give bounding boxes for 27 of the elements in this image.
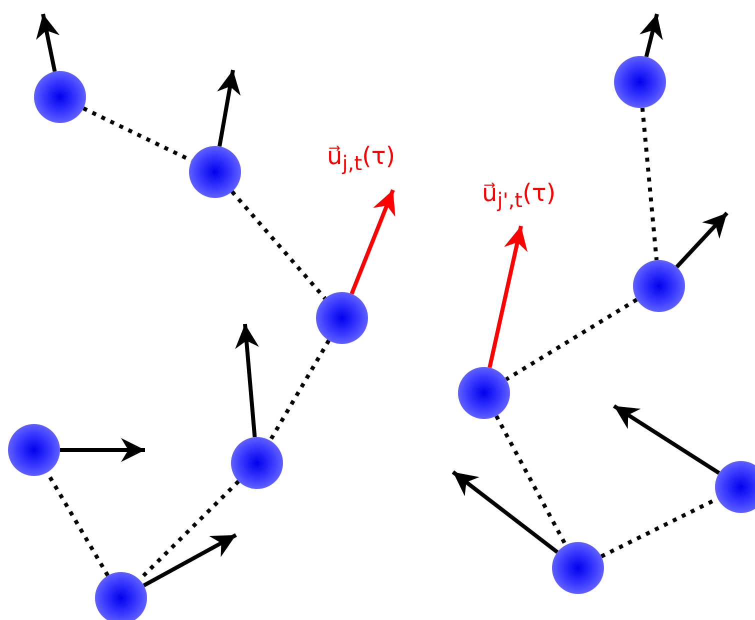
dotted-link	[640, 108, 659, 260]
particle-circle	[189, 146, 241, 198]
particle-circle	[458, 367, 510, 419]
velocity-arrow	[142, 533, 237, 588]
velocity-arrow	[488, 226, 528, 368]
particle-circle	[633, 260, 685, 312]
velocity-arrow	[60, 438, 145, 462]
dotted-link	[505, 298, 638, 382]
particle-circle	[95, 572, 147, 620]
dotted-link	[230, 190, 326, 300]
particle-circle	[552, 542, 604, 594]
velocity-arrow	[640, 14, 663, 58]
velocity-arrow	[36, 14, 60, 72]
velocity-arrow	[217, 70, 241, 147]
particle-circle	[316, 292, 368, 344]
dotted-link	[494, 414, 568, 546]
velocity-arrow	[675, 212, 728, 268]
particle-circle	[34, 71, 86, 123]
velocity-arrow	[350, 189, 396, 295]
velocity-arrow	[452, 470, 559, 554]
particle-circle	[231, 437, 283, 489]
particle-circle	[8, 424, 60, 476]
velocity-arrow	[235, 324, 260, 438]
particle-circle	[614, 56, 666, 108]
dotted-link	[268, 339, 331, 442]
particle-circle	[715, 461, 755, 513]
velocity-arrow	[612, 404, 720, 475]
